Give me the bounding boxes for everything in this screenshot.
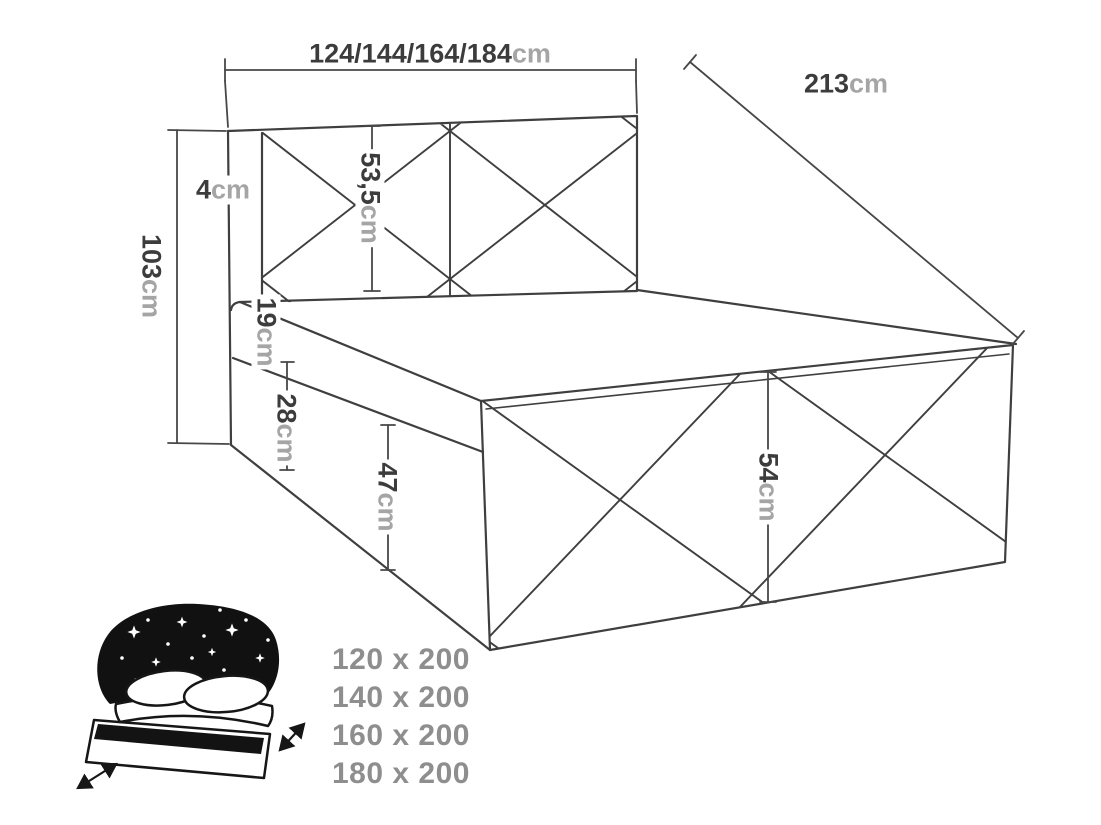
foot-height-unit: cm xyxy=(753,482,784,522)
frame-value: 4 xyxy=(195,174,211,205)
storage-box xyxy=(84,718,272,780)
foot-panel xyxy=(479,343,1015,652)
headboard-dimension-label: 53,5cm xyxy=(355,149,386,247)
mattress-outline xyxy=(229,288,1018,652)
total-height-dimension-label: 103cm xyxy=(136,230,167,322)
size-option: 180 x 200 xyxy=(332,757,470,790)
size-option: 160 x 200 xyxy=(332,719,470,752)
headboard-pattern xyxy=(262,116,637,303)
frame-unit: cm xyxy=(211,174,251,205)
length-unit: cm xyxy=(849,68,889,99)
total-height-value: 103 xyxy=(136,233,167,280)
dimension-arrows xyxy=(76,722,306,790)
side-height-dimension-label: 47cm xyxy=(372,459,403,535)
length-dimension-label: 213cm xyxy=(800,68,892,99)
foot-height-dimension-label: 54cm xyxy=(753,449,784,525)
base-value: 28 xyxy=(271,393,302,424)
size-option: 120 x 200 xyxy=(332,643,470,676)
base-dimension-label: 28cm xyxy=(271,390,302,466)
headboard-value: 53,5 xyxy=(355,152,386,205)
pillows xyxy=(124,669,270,714)
size-options-list: 120 x 200 140 x 200 160 x 200 180 x 200 xyxy=(332,641,470,793)
mattress-unit: cm xyxy=(251,327,282,367)
mattress-dimension-label: 19cm xyxy=(251,294,282,370)
base-unit: cm xyxy=(271,423,302,463)
size-option: 140 x 200 xyxy=(332,681,470,714)
mattress-value: 19 xyxy=(251,297,282,328)
frame-dimension-label: 4cm xyxy=(192,174,254,205)
dimension-lines xyxy=(167,54,1025,603)
width-unit: cm xyxy=(511,38,551,69)
side-height-unit: cm xyxy=(372,492,403,532)
width-dimension-label: 124/144/164/184cm xyxy=(306,38,554,69)
headboard-unit: cm xyxy=(355,204,386,244)
total-height-unit: cm xyxy=(136,279,167,319)
length-value: 213 xyxy=(803,68,850,99)
width-value: 124/144/164/184 xyxy=(309,38,512,69)
storage-bed-icon xyxy=(64,592,320,813)
foot-height-value: 54 xyxy=(753,452,784,483)
side-height-value: 47 xyxy=(372,462,403,493)
